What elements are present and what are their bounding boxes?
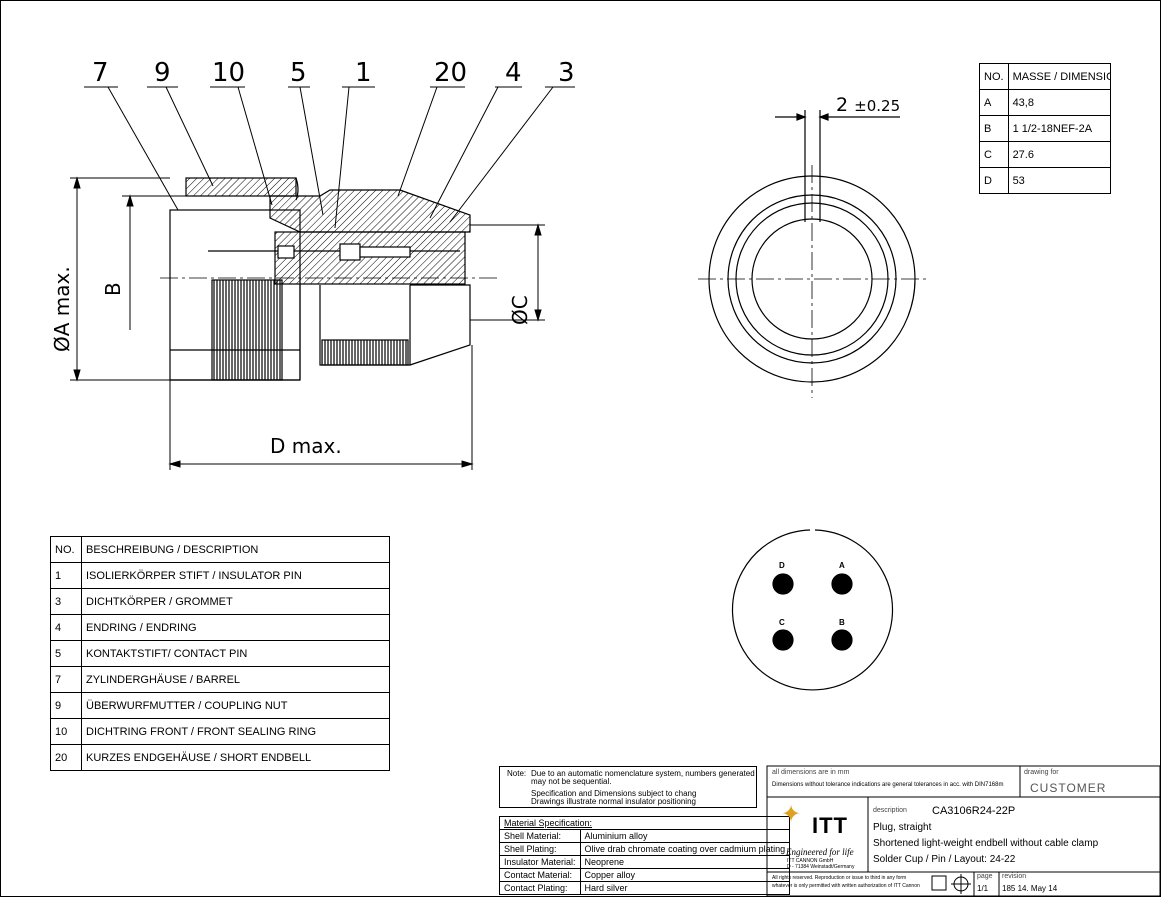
itt-logo-icon: ✦: [781, 801, 802, 828]
page-value: 1/1: [977, 884, 989, 893]
dim-b-label: B: [101, 282, 125, 296]
pin-b: [831, 629, 853, 651]
company-address: D - 71384 Weinstadt/Germany: [787, 864, 855, 870]
dim-d-label: D max.: [270, 434, 342, 458]
rights-line-1: All rights reserved. Reproduction or iss…: [772, 875, 907, 881]
table-row: Contact Material:Copper alloy: [499, 868, 791, 882]
dims-note-1: all dimensions are in mm: [772, 769, 850, 776]
callout-20: 20: [434, 58, 468, 88]
page-label: page: [977, 873, 993, 880]
table-row: Contact Plating:Hard silver: [499, 881, 791, 895]
dims-header: NO. MASSE / DIMENSION: [979, 63, 1112, 90]
dimension-lines: [70, 176, 545, 470]
table-row: Shell Plating:Olive drab chromate coatin…: [499, 842, 791, 856]
tolerance-value: 2 ±0.25: [836, 94, 901, 116]
dim-a-label: ØA max.: [50, 266, 74, 352]
side-view: [160, 177, 500, 381]
callout-1: 1: [355, 58, 372, 88]
callout-9: 9: [154, 58, 171, 88]
callout-3: 3: [558, 58, 575, 88]
description-line-3: Solder Cup / Pin / Layout: 24-22: [873, 854, 1016, 865]
drawing-for-label: drawing for: [1024, 769, 1059, 776]
note-box: Note: Due to an automatic nomenclature s…: [499, 766, 757, 808]
revision-value: 185 14. May 14: [1002, 884, 1058, 893]
pin-label-c: C: [779, 618, 785, 627]
description-line-1: Plug, straight: [873, 822, 932, 833]
pin-layout: [731, 529, 894, 691]
itt-logo: ITT: [812, 813, 848, 838]
callout-10: 10: [212, 58, 246, 88]
company-name: ITT CANNON GmbH: [787, 858, 834, 864]
description-label: description: [873, 807, 907, 814]
dims-note-2: Dimensions without tolerance indications…: [772, 782, 1004, 788]
pin-a: [831, 573, 853, 595]
pin-c: [772, 629, 794, 651]
table-row: Insulator Material:Neoprene: [499, 855, 791, 869]
materials-title: Material Specification:: [498, 816, 791, 830]
description-line-2: Shortened light-weight endbell without c…: [873, 838, 1099, 849]
callout-7: 7: [92, 58, 109, 88]
pin-label-a: A: [839, 561, 845, 570]
drawing-for-value: CUSTOMER: [1030, 781, 1107, 795]
materials-table: Material Specification: Shell Material:A…: [498, 816, 791, 895]
table-row: Shell Material:Aluminium alloy: [499, 829, 791, 843]
pin-d: [772, 573, 794, 595]
tagline: Engineered for life: [786, 847, 854, 857]
rights-line-2: whatever is only permitted with written …: [772, 883, 920, 889]
pin-label-b: B: [839, 618, 845, 627]
title-block-frame: [766, 765, 1161, 897]
parts-header: NO. BESCHREIBUNG / DESCRIPTION: [50, 536, 390, 563]
dimensions-table: NO. MASSE / DIMENSION A43,8 B1 1/2-18NEF…: [979, 63, 1112, 194]
revision-label: revision: [1002, 873, 1027, 880]
part-number: CA3106R24-22P: [932, 805, 1016, 817]
dim-c-label: ØC: [508, 295, 532, 325]
front-view: [698, 110, 930, 398]
pin-label-d: D: [779, 561, 785, 570]
callout-5: 5: [290, 58, 307, 88]
callout-4: 4: [505, 58, 522, 88]
